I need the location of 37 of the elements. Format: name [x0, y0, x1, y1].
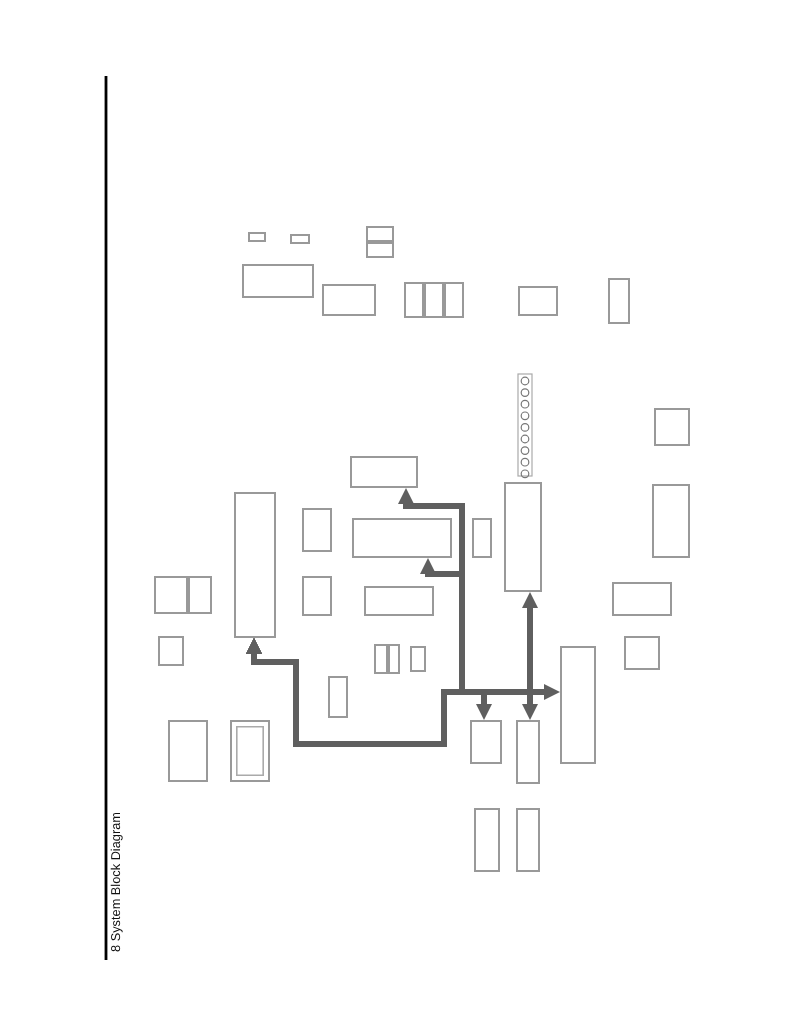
block-box	[410, 646, 426, 672]
block-box	[516, 720, 540, 784]
block-box	[328, 676, 348, 718]
block-box	[388, 644, 400, 674]
block-box	[302, 508, 332, 552]
block-box	[504, 482, 542, 592]
block-box	[470, 720, 502, 764]
block-box	[302, 576, 332, 616]
block-box	[242, 264, 314, 298]
block-box	[560, 646, 596, 764]
block-box	[188, 576, 212, 614]
block-box	[652, 484, 690, 558]
block-box	[518, 286, 558, 316]
block-box	[234, 492, 276, 638]
block-box	[424, 282, 444, 318]
block-box	[472, 518, 492, 558]
block-box	[248, 232, 266, 242]
block-box	[158, 636, 184, 666]
block-box	[654, 408, 690, 446]
block-box	[364, 586, 434, 616]
block-box	[366, 226, 394, 242]
block-box	[322, 284, 376, 316]
block-box	[350, 456, 418, 488]
block-box	[516, 808, 540, 872]
block-box	[608, 278, 630, 324]
block-box	[154, 576, 188, 614]
block-box	[444, 282, 464, 318]
block-box	[404, 282, 424, 318]
block-box	[366, 242, 394, 258]
block-box	[612, 582, 672, 616]
block-box	[168, 720, 208, 782]
block-box	[352, 518, 452, 558]
block-box	[474, 808, 500, 872]
block-box	[374, 644, 388, 674]
block-box	[230, 720, 270, 782]
block-box	[290, 234, 310, 244]
block-box	[624, 636, 660, 670]
